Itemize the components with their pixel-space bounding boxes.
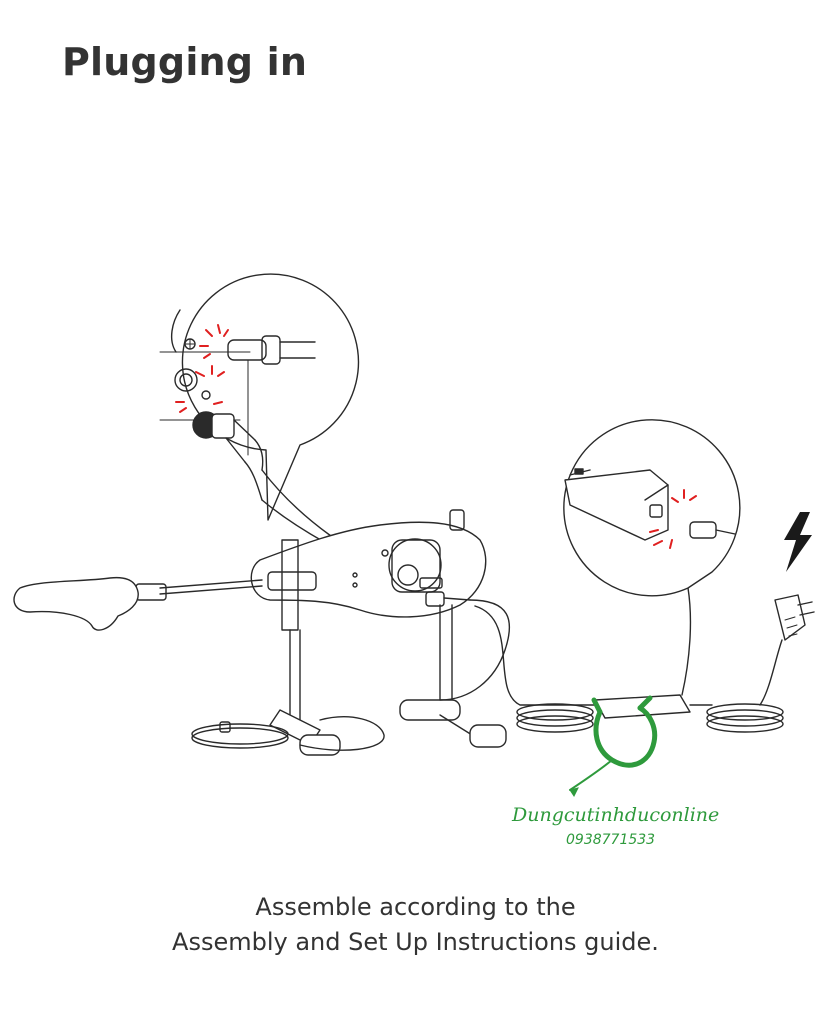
machine-body [13, 509, 487, 721]
cables [191, 587, 815, 751]
lightning-bolt-icon [784, 512, 812, 572]
caption-line-1: Assemble according to the [255, 893, 576, 921]
page-title: Plugging in [62, 40, 308, 84]
devil-logo-icon [569, 695, 658, 797]
stand [269, 604, 507, 756]
caption-line-2: Assembly and Set Up Instructions guide. [172, 928, 659, 956]
zoom-bubble-adapter [563, 419, 741, 597]
zoom-bubble-connectors [159, 273, 360, 521]
watermark-phone: 0938771533 [566, 832, 656, 848]
watermark-name: Dungcutinhduconline [512, 804, 720, 826]
